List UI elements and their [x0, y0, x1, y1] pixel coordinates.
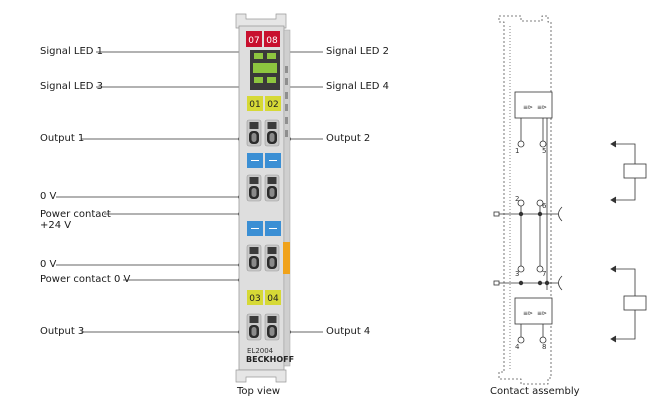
led-yellow-03 [247, 290, 263, 305]
load-lower [623, 295, 647, 311]
label-output-4: Output 4 [326, 326, 371, 337]
terminal-0v-d [264, 244, 280, 272]
contact-assembly-schematic: ≡⊳ ≡⊳ ≡⊳ ≡⊳ [493, 15, 563, 385]
led-label-04: 04 [267, 294, 279, 304]
terminal-numbers: 1 5 2 6 3 7 4 8 [515, 147, 547, 351]
label-output-2: Output 2 [326, 133, 371, 144]
orange-power-tab [283, 242, 290, 274]
terminal-output-1 [246, 119, 262, 147]
label-0v-b: 0 V [40, 259, 57, 270]
caption-contact-assembly: Contact assembly [490, 386, 580, 397]
label-signal-led-2: Signal LED 2 [326, 46, 390, 57]
label-output-1: Output 1 [40, 133, 85, 144]
terminal-module: 07 08 01 02 [235, 13, 294, 383]
terminal-output-3 [246, 313, 262, 341]
signal-led-4-indicator [267, 77, 276, 83]
terminal-number-8: 8 [542, 343, 546, 351]
led-red-08 [264, 31, 280, 47]
led-label-08: 08 [266, 36, 278, 46]
terminal-output-2 [264, 119, 280, 147]
terminal-number-7: 7 [542, 270, 546, 278]
terminal-number-2: 2 [515, 195, 519, 203]
label-output-3: Output 3 [40, 326, 85, 337]
terminal-0v-a [246, 174, 262, 202]
terminal-number-5: 5 [542, 147, 546, 155]
svg-text:≡⊳: ≡⊳ [537, 310, 547, 317]
led-label-03: 03 [249, 294, 260, 304]
leader-lines-left [56, 50, 245, 334]
brand-logo: BECKHOFF [246, 355, 294, 364]
signal-led-3-indicator [254, 77, 263, 83]
label-0v-a: 0 V [40, 191, 57, 202]
svg-text:≡⊳: ≡⊳ [523, 104, 533, 111]
led-red-07 [246, 31, 262, 47]
led-label-07: 07 [248, 36, 259, 46]
label-signal-led-3: Signal LED 3 [40, 81, 104, 92]
label-power-contact-24v: Power contact [40, 209, 111, 220]
terminal-number-3: 3 [515, 270, 519, 278]
led-label-02: 02 [267, 100, 278, 110]
terminal-output-4 [264, 313, 280, 341]
label-signal-led-1: Signal LED 1 [40, 46, 104, 57]
label-power-contact-0v: Power contact 0 V [40, 274, 131, 285]
label-power-contact-24v-value: +24 V [40, 220, 72, 231]
label-signal-led-4: Signal LED 4 [326, 81, 390, 92]
led-yellow-04 [265, 290, 281, 305]
svg-text:≡⊳: ≡⊳ [523, 310, 533, 317]
load-symbols [610, 140, 647, 343]
signal-led-1-indicator [254, 53, 263, 59]
load-upper [623, 163, 647, 179]
terminal-number-4: 4 [515, 343, 520, 351]
svg-text:≡⊳: ≡⊳ [537, 104, 547, 111]
caption-top-view: Top view [237, 386, 281, 397]
led-yellow-02 [265, 96, 281, 111]
signal-led-2-indicator [267, 53, 276, 59]
module-model-number: EL2004 [247, 347, 274, 355]
terminal-0v-b [264, 174, 280, 202]
led-label-01: 01 [249, 100, 260, 110]
terminal-0v-c [246, 244, 262, 272]
terminal-number-1: 1 [515, 147, 519, 155]
terminal-number-6: 6 [542, 202, 547, 210]
led-yellow-01 [247, 96, 263, 111]
